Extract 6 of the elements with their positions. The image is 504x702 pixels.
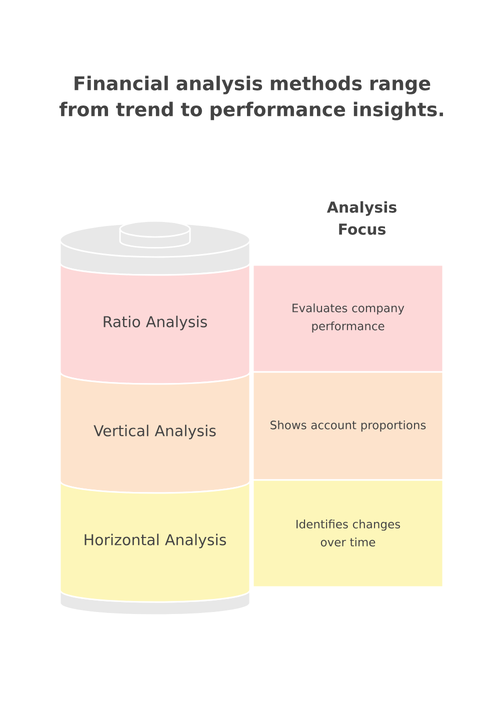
cylinder-segment: Horizontal Analysis bbox=[59, 480, 251, 603]
focus-box: Evaluates company performance bbox=[252, 264, 444, 373]
title: Financial analysis methods range from trend to performance insights. bbox=[59, 76, 443, 120]
column-heading: Analysis Focus bbox=[326, 201, 396, 235]
focus-box: Identifies changes over time bbox=[252, 479, 444, 588]
focus-box: Shows account proportions bbox=[252, 371, 444, 481]
